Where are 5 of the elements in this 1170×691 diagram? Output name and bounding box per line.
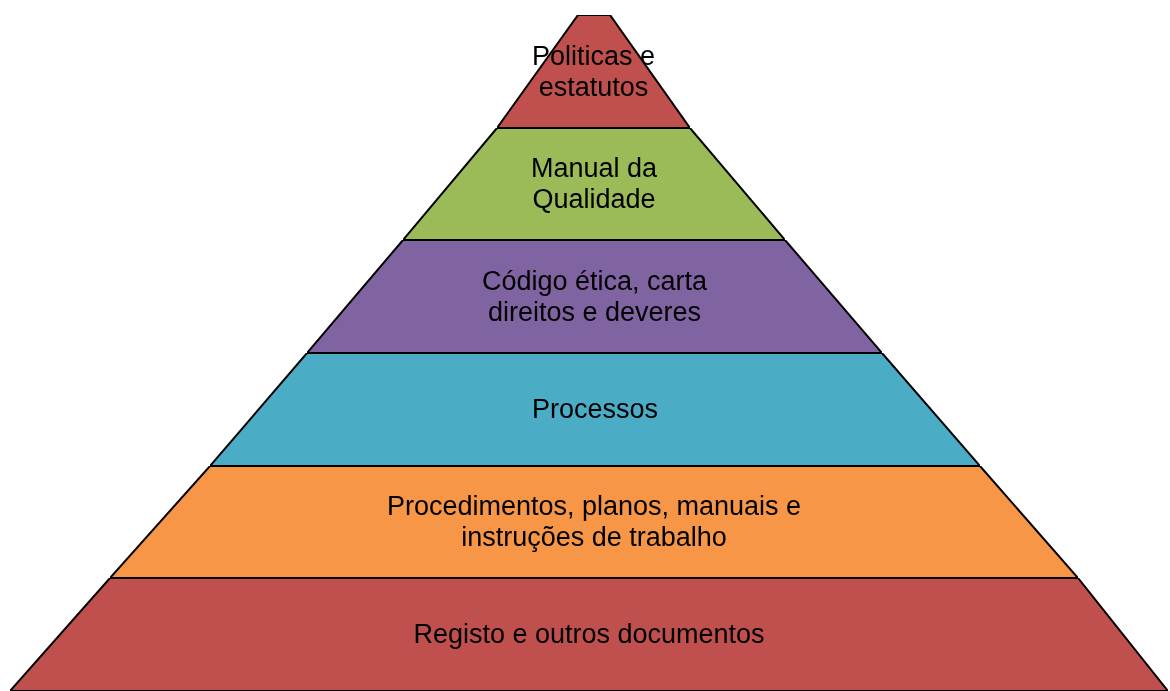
layer-label: Manual da Qualidade — [529, 153, 659, 215]
layer-label: Código ética, carta direitos e deveres — [480, 265, 709, 328]
layer-label: Processos — [531, 394, 659, 425]
layer-label: Registo e outros documentos — [413, 619, 765, 650]
layer-label: Procedimentos, planos, manuais e instruções de trabalho — [385, 491, 803, 553]
